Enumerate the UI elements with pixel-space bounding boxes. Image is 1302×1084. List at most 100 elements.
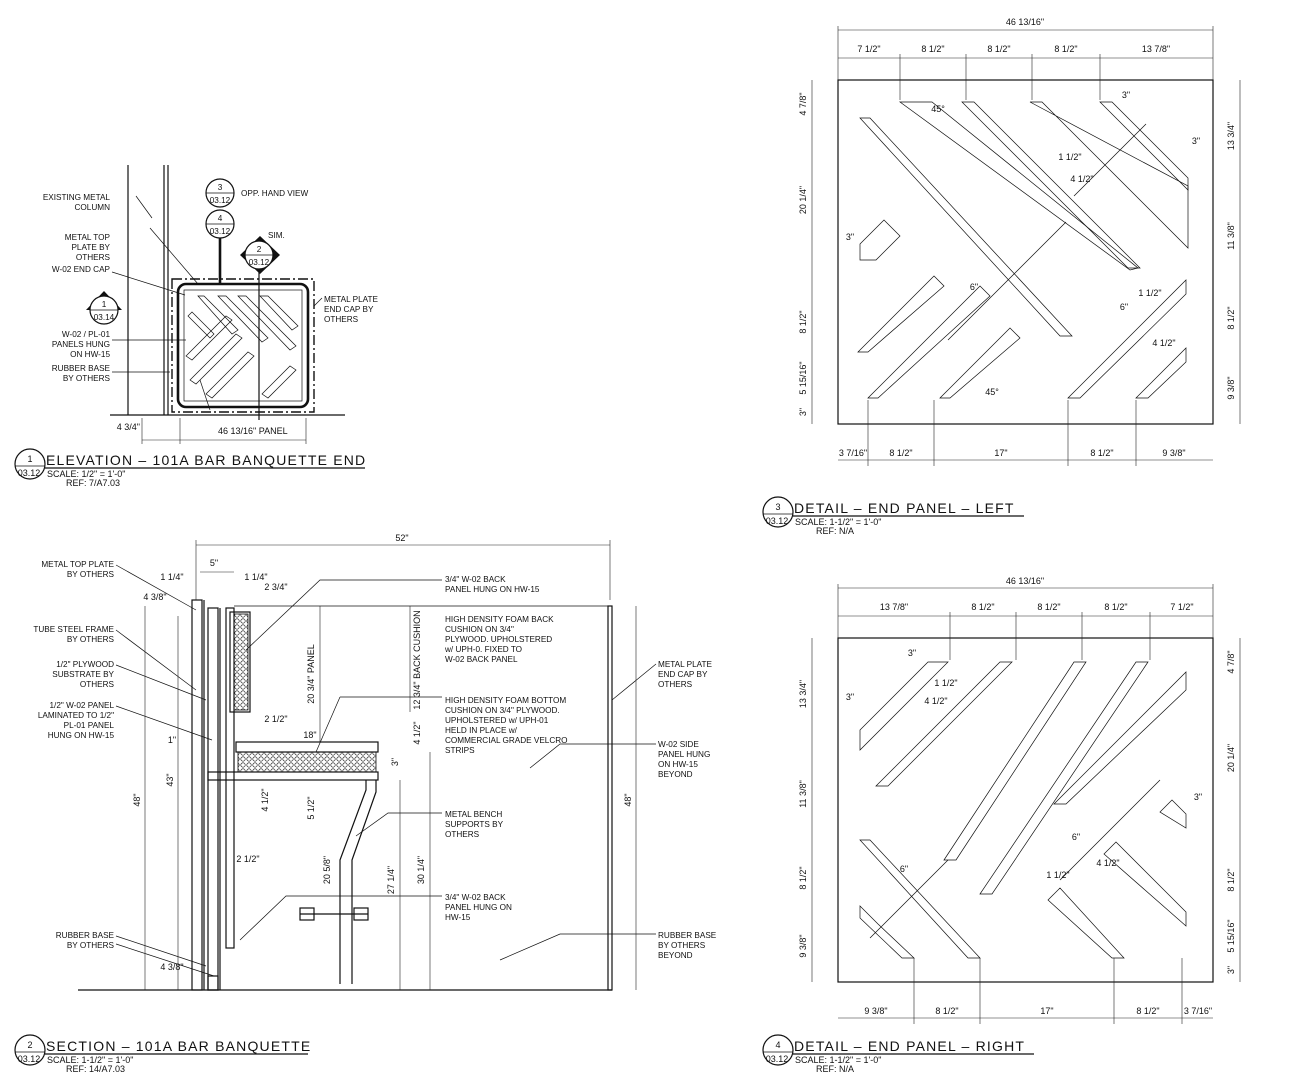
- svg-text:03.12: 03.12: [766, 1054, 789, 1064]
- svg-text:REF: N/A: REF: N/A: [816, 1064, 854, 1074]
- section-title: SECTION – 101A BAR BANQUETTE: [46, 1038, 311, 1054]
- section-drawing: [78, 599, 613, 991]
- svg-text:1 1/2": 1 1/2": [934, 678, 957, 688]
- svg-text:6": 6": [900, 864, 908, 874]
- detail-left-title: DETAIL – END PANEL – LEFT: [794, 500, 1015, 516]
- svg-text:13 3/4": 13 3/4": [1226, 122, 1236, 150]
- title-block-4: 4 03.12 DETAIL – END PANEL – RIGHT SCALE…: [762, 1034, 1034, 1074]
- svg-text:4: 4: [218, 214, 223, 223]
- svg-text:3": 3": [1226, 966, 1236, 974]
- svg-text:1 1/2": 1 1/2": [1046, 870, 1069, 880]
- svg-text:4 3/4": 4 3/4": [117, 422, 140, 432]
- svg-text:52": 52": [395, 533, 408, 543]
- svg-text:3": 3": [390, 758, 400, 766]
- elevation-dimensions: 4 3/4" 46 13/16" PANEL: [117, 418, 307, 444]
- elevation-drawing: [110, 165, 345, 416]
- svg-text:2 1/2": 2 1/2": [236, 854, 259, 864]
- svg-text:SIM.: SIM.: [268, 231, 285, 240]
- svg-text:45°: 45°: [985, 387, 999, 397]
- svg-text:SCALE: 1/2" = 1'-0": SCALE: 1/2" = 1'-0": [47, 469, 125, 479]
- svg-text:REF: 14/A7.03: REF: 14/A7.03: [66, 1064, 125, 1074]
- svg-text:20 5/8": 20 5/8": [322, 856, 332, 884]
- svg-text:OPP. HAND VIEW: OPP. HAND VIEW: [241, 189, 308, 198]
- svg-text:30 1/4": 30 1/4": [416, 856, 426, 884]
- elevation-slots: [185, 295, 299, 399]
- svg-text:1 1/2": 1 1/2": [1138, 288, 1161, 298]
- svg-text:8 1/2": 8 1/2": [798, 310, 808, 333]
- svg-text:SCALE: 1-1/2" = 1'-0": SCALE: 1-1/2" = 1'-0": [47, 1055, 133, 1065]
- svg-text:3": 3": [846, 232, 854, 242]
- section-leaders: [115, 564, 657, 977]
- svg-text:2: 2: [27, 1040, 32, 1050]
- title-block-3: 3 03.12 DETAIL – END PANEL – LEFT SCALE:…: [762, 496, 1024, 536]
- svg-text:4 1/2": 4 1/2": [412, 721, 422, 744]
- svg-text:46 13/16" PANEL: 46 13/16" PANEL: [218, 426, 288, 436]
- svg-text:48": 48": [132, 793, 142, 806]
- svg-text:4 1/2": 4 1/2": [260, 788, 270, 811]
- svg-text:46 13/16": 46 13/16": [1006, 576, 1044, 586]
- svg-text:1 1/4": 1 1/4": [160, 572, 183, 582]
- svg-text:8 1/2": 8 1/2": [935, 1006, 958, 1016]
- detail-left-dimensions: 46 13/16" 7 1/2" 8 1/2" 8 1/2" 8 1/2" 13…: [798, 17, 1241, 466]
- svg-text:03.14: 03.14: [94, 313, 115, 322]
- svg-text:W-02 END CAP: W-02 END CAP: [52, 265, 111, 274]
- svg-text:9 3/8": 9 3/8": [1162, 448, 1185, 458]
- svg-text:8 1/2": 8 1/2": [1104, 602, 1127, 612]
- svg-text:45°: 45°: [931, 104, 945, 114]
- svg-text:6": 6": [1120, 302, 1128, 312]
- svg-text:43": 43": [165, 773, 175, 786]
- svg-text:8 1/2": 8 1/2": [1090, 448, 1113, 458]
- detail-left-slots: [857, 101, 1189, 399]
- svg-text:8 1/2": 8 1/2": [1037, 602, 1060, 612]
- detail-left-drawing: [837, 79, 1214, 425]
- title-block-1: 1 03.12 ELEVATION – 101A BAR BANQUETTE E…: [14, 448, 365, 488]
- svg-text:13 7/8": 13 7/8": [880, 602, 908, 612]
- svg-text:1": 1": [168, 735, 176, 745]
- svg-text:4 3/8": 4 3/8": [160, 962, 183, 972]
- svg-text:3": 3": [908, 648, 916, 658]
- svg-text:2 3/4": 2 3/4": [264, 582, 287, 592]
- svg-text:SCALE: 1-1/2" = 1'-0": SCALE: 1-1/2" = 1'-0": [795, 1055, 881, 1065]
- svg-text:17": 17": [994, 448, 1007, 458]
- svg-text:8 1/2": 8 1/2": [1136, 1006, 1159, 1016]
- svg-text:3": 3": [1194, 792, 1202, 802]
- svg-text:4 1/2": 4 1/2": [1070, 174, 1093, 184]
- svg-text:1: 1: [102, 300, 107, 309]
- svg-text:6": 6": [970, 282, 978, 292]
- svg-text:3 7/16": 3 7/16": [839, 448, 867, 458]
- svg-text:8 1/2": 8 1/2": [987, 44, 1010, 54]
- svg-text:20 1/4": 20 1/4": [1226, 744, 1236, 772]
- svg-text:11 3/8": 11 3/8": [1226, 222, 1236, 250]
- svg-text:13 7/8": 13 7/8": [1142, 44, 1170, 54]
- section-tag-1: 1 03.14: [86, 291, 122, 325]
- svg-text:1 1/2": 1 1/2": [1058, 152, 1081, 162]
- svg-text:11 3/8": 11 3/8": [798, 780, 808, 808]
- svg-text:03.12: 03.12: [766, 516, 789, 526]
- svg-text:3": 3": [1192, 136, 1200, 146]
- svg-text:03.12: 03.12: [18, 468, 41, 478]
- svg-text:8 1/2": 8 1/2": [971, 602, 994, 612]
- section-tag-3: 3 03.12 OPP. HAND VIEW: [205, 178, 308, 208]
- svg-text:8 1/2": 8 1/2": [1226, 868, 1236, 891]
- svg-text:13 3/4": 13 3/4": [798, 680, 808, 708]
- detail-right-slots: [859, 661, 1187, 959]
- svg-text:48": 48": [623, 793, 633, 806]
- svg-text:5": 5": [210, 558, 218, 568]
- svg-text:9 3/8": 9 3/8": [864, 1006, 887, 1016]
- svg-text:4 1/2": 4 1/2": [1096, 858, 1119, 868]
- svg-text:8 1/2": 8 1/2": [798, 866, 808, 889]
- svg-text:12 3/4" BACK CUSHION: 12 3/4" BACK CUSHION: [412, 610, 422, 709]
- svg-text:2: 2: [257, 245, 262, 254]
